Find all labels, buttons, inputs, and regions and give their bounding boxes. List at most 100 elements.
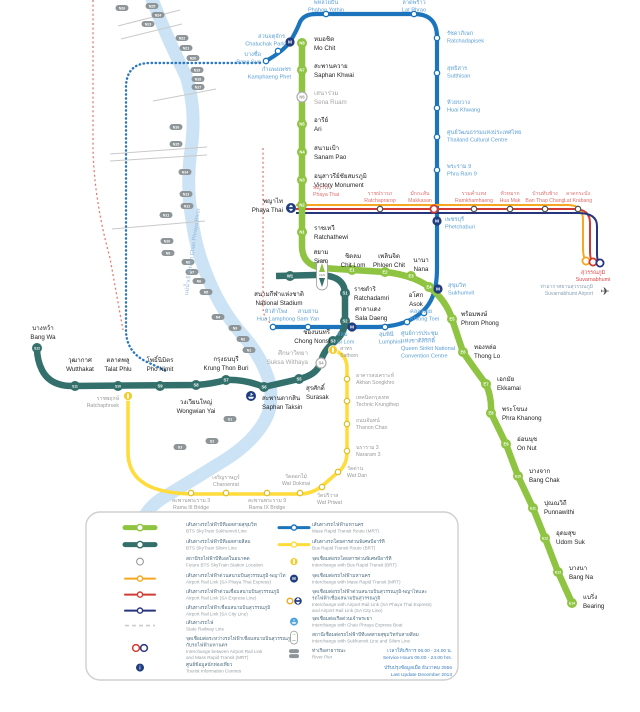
station-e1-chit-lom: E1	[347, 265, 357, 275]
legend-row-left-3: เส้นทางรถไฟฟ้าด่วนสนามบินสุวรรณภูมิ-พญาไ…	[124, 572, 286, 584]
arl-hua-mak	[506, 205, 514, 213]
bridge	[109, 146, 208, 155]
svg-text:E12: E12	[542, 537, 548, 541]
pier-N11: N11	[159, 212, 173, 218]
pier-N9: N9	[161, 250, 175, 256]
station-s11-wutthakat: S11	[70, 381, 80, 391]
svg-text:N13: N13	[183, 192, 190, 196]
legend-row-right-1: เส้นทางรถโดยสารด่วนพิเศษบีอาร์ทีBus Rapi…	[277, 538, 385, 550]
arl-suvarnabhumi-express-terminal	[581, 256, 591, 266]
mrt-hua-lamphong	[269, 323, 277, 331]
station-n6-sena-ruam: N6	[296, 91, 308, 103]
svg-text:E14: E14	[569, 602, 575, 606]
svg-text:E4: E4	[426, 285, 432, 290]
svg-text:E11: E11	[530, 507, 536, 511]
pier-N10: N10	[160, 238, 174, 244]
svg-text:S11: S11	[72, 385, 78, 389]
legend-row-right-4: จุดเชื่อมต่อรถไฟฟ้าด่วนสนามบินสุวรรณภูมิ…	[286, 588, 432, 613]
station-s12-bang-wa: S12	[32, 343, 42, 353]
svg-text:จุดเชื่อมต่อรถโดยสารด่วนพิเศษบ: จุดเชื่อมต่อรถโดยสารด่วนพิเศษบีอาร์ที	[312, 555, 392, 562]
pier-N3: N3	[228, 325, 242, 331]
svg-text:and Mass Rapid Transit (MRT): and Mass Rapid Transit (MRT)	[186, 655, 249, 660]
svg-text:N10: N10	[164, 239, 171, 243]
svg-text:เส้นทางรถไฟฟ้าด่วนสนามบินสุวรร: เส้นทางรถไฟฟ้าด่วนสนามบินสุวรรณภูมิ-พญาไ…	[186, 572, 286, 579]
mrt-bang-sue	[262, 57, 270, 65]
svg-text:N7: N7	[190, 270, 195, 274]
pier-N13: N13	[179, 191, 193, 197]
arl-makkasan-interchange	[429, 204, 439, 214]
svg-text:N5: N5	[204, 290, 209, 294]
legend-row-right-2: จุดเชื่อมต่อรถโดยสารด่วนพิเศษบีอาร์ทีInt…	[289, 555, 397, 567]
svg-text:E7: E7	[483, 382, 489, 387]
station-e13-bang-na: E13	[553, 567, 563, 577]
svg-text:S12: S12	[34, 347, 40, 351]
label-ratchaphruek: ราชพฤกษ์Ratchaphruek	[87, 395, 120, 409]
svg-text:N15: N15	[173, 142, 180, 146]
mrt-phahon-yothin	[322, 10, 330, 18]
mrt-extension-dotted	[124, 61, 262, 374]
svg-text:Airport Rail Link (SA City Lin: Airport Rail Link (SA City Line)	[186, 611, 248, 616]
svg-text:E1: E1	[349, 268, 355, 273]
svg-text:N3: N3	[233, 326, 238, 330]
station-e4-asok: E4	[424, 282, 434, 292]
pier-N4: N4	[211, 314, 225, 320]
svg-text:Mass Rapid Transit Route (MRT): Mass Rapid Transit Route (MRT)	[312, 528, 380, 533]
pier-N26: N26	[115, 5, 129, 11]
svg-text:N16: N16	[173, 125, 180, 129]
mrt-phra-ram-9	[433, 166, 441, 174]
station-n8-mo-chit: N8	[297, 38, 307, 48]
svg-text:เส้นทางรถไฟฟ้ามหานคร: เส้นทางรถไฟฟ้ามหานคร	[312, 521, 364, 528]
station-n7-saphan-khwai: N7	[297, 65, 307, 75]
svg-text:จุดเชื่อมต่อระหว่างรถไฟฟ้าเชื่: จุดเชื่อมต่อระหว่างรถไฟฟ้าเชื่อมสนามบินส…	[186, 635, 293, 642]
svg-text:N3: N3	[299, 178, 305, 183]
last-update-english: Last Update December 2013	[391, 672, 453, 678]
label-akhan-songkhro: อาคารสงเคราะห์Akhan Songkhro	[356, 372, 395, 386]
legend-row-right-6: สถานีเชื่อมต่อรถไฟฟ้าบีทีเอสสายสุขุมวิทก…	[290, 630, 419, 645]
svg-text:Tourist Information Centres: Tourist Information Centres	[186, 668, 242, 673]
arl-suvarnabhumi-terminal	[588, 257, 598, 267]
svg-text:Interchange with Airport Rail: Interchange with Airport Rail Link (SA P…	[312, 602, 432, 607]
service-hours-english: Service Hours 06.00 - 24.00 hrs.	[383, 655, 452, 661]
pier-N12: N12	[180, 203, 194, 209]
pier-N5: N5	[199, 289, 213, 295]
svg-text:S1: S1	[228, 417, 232, 421]
station-e2-phloen-chit: E2	[380, 267, 390, 277]
svg-text:N5: N5	[299, 122, 305, 127]
svg-text:N4: N4	[299, 150, 305, 155]
brt-sathorn-interchange	[328, 345, 338, 355]
mrt-thailand-cultural-centre	[433, 133, 441, 141]
svg-text:N8: N8	[186, 260, 191, 264]
label-chong-nonsi: ช่องนนทรีChong Nonsi	[294, 328, 330, 345]
station-e7-ekkamai: E7	[481, 379, 491, 389]
mrt-huai-khwang	[433, 104, 441, 112]
pier-S1: S1	[223, 416, 237, 422]
mrt-chatuchak-park: M	[285, 37, 295, 47]
mrt-khlong-toei	[403, 318, 411, 326]
label-punnawithi: ปุณณวิถีPunnawithi	[544, 499, 574, 516]
station-n4-sanam-pao: N4	[297, 147, 307, 157]
station-s2-sala-daeng: S2	[340, 316, 350, 326]
svg-text:N20: N20	[190, 56, 197, 60]
